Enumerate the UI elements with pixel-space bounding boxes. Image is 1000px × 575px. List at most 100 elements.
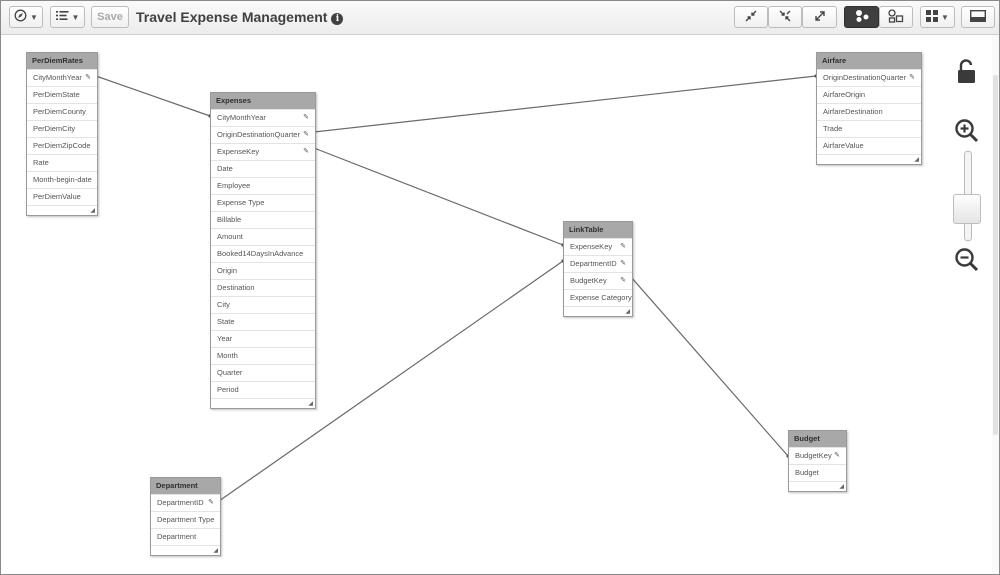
table-header[interactable]: Expenses [211,93,315,109]
table-footer: ◢ [211,398,315,408]
panel-toggle-icon [969,9,987,25]
table-header[interactable]: LinkTable [564,222,632,238]
table-header[interactable]: PerDiemRates [27,53,97,69]
vertical-scrollbar[interactable] [992,35,999,574]
resize-grip-icon[interactable]: ◢ [914,157,919,163]
field-row[interactable]: State [211,313,315,330]
field-row[interactable]: OriginDestinationQuarter✎ [817,69,921,86]
global-menu-button[interactable]: ▼ [50,6,85,28]
unlock-icon[interactable] [956,59,978,90]
field-row[interactable]: Expense Category [564,289,632,306]
field-row[interactable]: BudgetKey✎ [789,447,846,464]
resize-grip-icon[interactable]: ◢ [90,208,95,214]
field-label: Trade [823,124,843,133]
link-perdiem-expenses [95,75,211,117]
field-row[interactable]: PerDiemCounty [27,103,97,120]
preview-panel-button[interactable] [961,6,995,28]
field-row[interactable]: Month-begin-date [27,171,97,188]
field-row[interactable]: Expense Type [211,194,315,211]
internal-view-button[interactable] [844,6,879,28]
field-label: Year [217,334,233,343]
key-field-icon: ✎ [303,148,309,155]
resize-grip-icon[interactable]: ◢ [625,309,630,315]
collapse-all-button[interactable] [734,6,768,28]
field-row[interactable]: PerDiemState [27,86,97,103]
field-row[interactable]: Year [211,330,315,347]
field-row[interactable]: City [211,296,315,313]
resize-grip-icon[interactable]: ◢ [839,484,844,490]
field-row[interactable]: PerDiemZipCode [27,137,97,154]
field-row[interactable]: Quarter [211,364,315,381]
field-row[interactable]: DepartmentID✎ [151,494,220,511]
field-label: Origin [217,266,238,275]
field-row[interactable]: PerDiemCity [27,120,97,137]
field-row[interactable]: ExpenseKey✎ [564,238,632,255]
navigation-menu-button[interactable]: ▼ [9,6,43,28]
zoom-in-icon[interactable] [954,118,980,149]
field-row[interactable]: Origin [211,262,315,279]
key-field-icon: ✎ [303,114,309,121]
field-row[interactable]: Trade [817,120,921,137]
field-row[interactable]: Period [211,381,315,398]
field-label: PerDiemCounty [33,107,86,116]
key-field-icon: ✎ [303,131,309,138]
field-label: ExpenseKey [570,242,613,251]
table-header[interactable]: Budget [789,431,846,447]
field-label: Expense Type [217,198,265,207]
field-row[interactable]: Department Type [151,511,220,528]
field-label: Billable [217,215,242,224]
field-label: AirfareDestination [823,107,883,116]
save-button[interactable]: Save [91,6,129,28]
source-view-button[interactable] [879,6,913,28]
field-row[interactable]: Amount [211,228,315,245]
field-row[interactable]: Month [211,347,315,364]
field-row[interactable]: Budget [789,464,846,481]
link-department-linktable [218,260,564,502]
field-row[interactable]: PerDiemValue [27,188,97,205]
field-row[interactable]: AirfareDestination [817,103,921,120]
resize-grip-icon[interactable]: ◢ [213,548,218,554]
field-row[interactable]: Destination [211,279,315,296]
field-label: Department [157,532,197,541]
field-label: ExpenseKey [217,147,260,156]
internal-view-icon [854,9,870,26]
field-row[interactable]: Date [211,160,315,177]
expand-button[interactable] [802,6,837,28]
zoom-out-icon[interactable] [954,247,980,278]
field-row[interactable]: DepartmentID✎ [564,255,632,272]
field-row[interactable]: Employee [211,177,315,194]
scrollbar-thumb[interactable] [993,75,998,435]
field-row[interactable]: OriginDestinationQuarter✎ [211,126,315,143]
field-row[interactable]: BudgetKey✎ [564,272,632,289]
field-row[interactable]: AirfareValue [817,137,921,154]
resize-grip-icon[interactable]: ◢ [308,401,313,407]
field-row[interactable]: Billable [211,211,315,228]
field-label: Date [217,164,233,173]
info-icon[interactable]: i [331,13,344,25]
field-row[interactable]: Rate [27,154,97,171]
field-row[interactable]: Department [151,528,220,545]
table-header[interactable]: Airfare [817,53,921,69]
field-row[interactable]: AirfareOrigin [817,86,921,103]
layout-menu-button[interactable]: ▼ [920,6,955,28]
field-label: Month-begin-date [33,175,92,184]
collapse-button[interactable] [768,6,802,28]
field-row[interactable]: Booked14DaysInAdvance [211,245,315,262]
field-row[interactable]: CityMonthYear✎ [211,109,315,126]
table-header[interactable]: Department [151,478,220,494]
field-label: Employee [217,181,251,190]
zoom-slider-handle[interactable] [953,194,981,224]
field-label: DepartmentID [570,259,617,268]
field-row[interactable]: CityMonthYear✎ [27,69,97,86]
field-row[interactable]: ExpenseKey ✎ [211,143,315,160]
expand-icon [813,9,827,26]
field-label: PerDiemValue [33,192,81,201]
caret-down-icon: ▼ [941,12,949,22]
field-label: Period [217,385,239,394]
